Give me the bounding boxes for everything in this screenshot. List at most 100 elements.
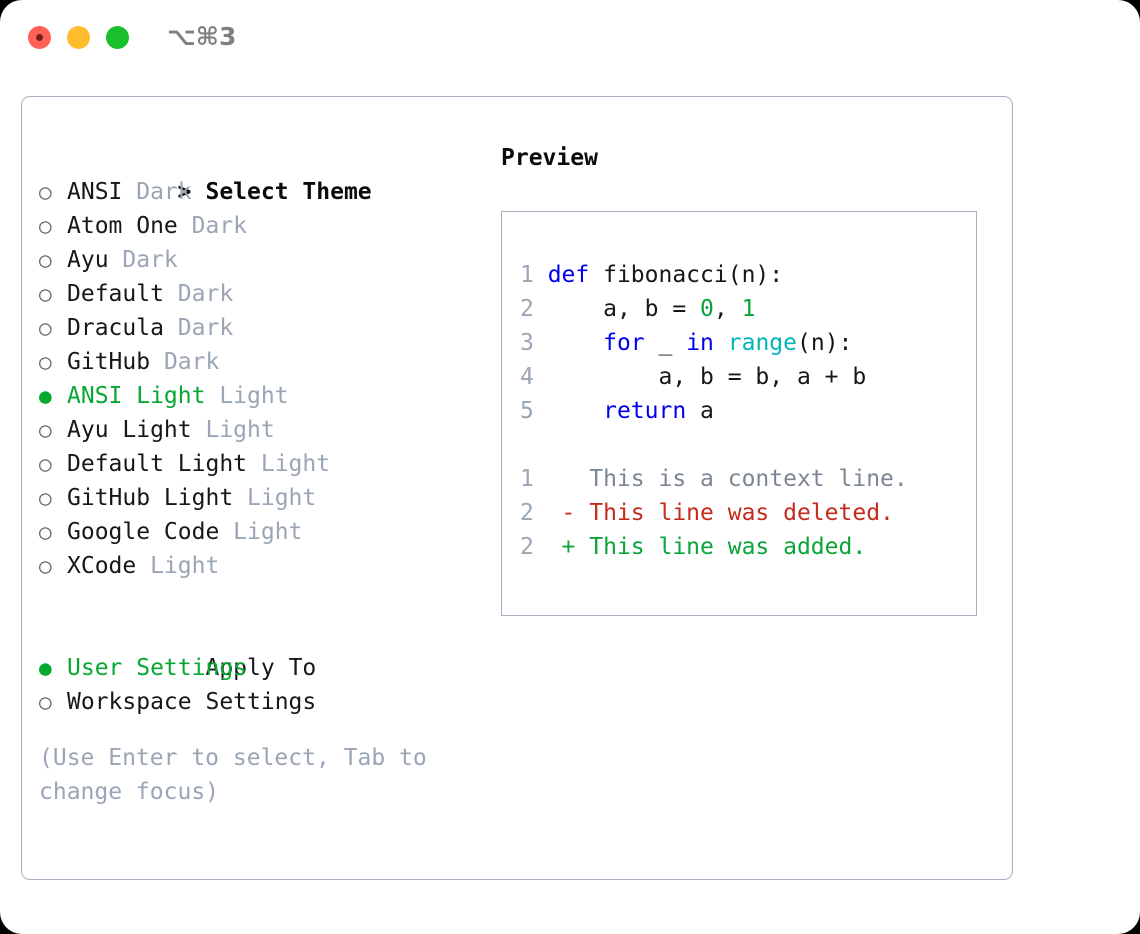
diff-line: 1 This is a context line. [520, 462, 908, 496]
code-line-number: 4 [520, 364, 548, 390]
code-line: 1 def fibonacci(n): [520, 258, 866, 292]
theme-list-item[interactable]: ○ XCode Light [39, 549, 479, 583]
radio-unselected-icon: ○ [39, 214, 52, 238]
theme-mode-badge: Light [191, 417, 275, 443]
code-token [714, 330, 728, 356]
theme-mode-badge: Dark [163, 315, 234, 341]
apply-to-heading: Apply To [39, 617, 479, 681]
theme-selection-column: > Select Theme ○ ANSI Dark ○ Atom One Dark ○ A… [39, 141, 479, 719]
theme-mode-badge: Light [205, 383, 289, 409]
theme-name: ANSI [67, 179, 123, 205]
apply-to-item[interactable]: ○ Workspace Settings [39, 685, 479, 719]
apply-to-item[interactable]: ●User Settings [39, 651, 479, 685]
code-token: a, b = b, a + b [547, 364, 867, 390]
code-line: 5 return a [520, 394, 866, 428]
theme-list-item[interactable]: ○ ANSI Dark [39, 175, 479, 209]
diff-line: 2 - This line was deleted. [520, 496, 908, 530]
code-token: , [713, 296, 742, 322]
code-token [548, 330, 603, 356]
diff-line-number: 2 [520, 534, 562, 560]
diff-marker: + [561, 534, 590, 560]
close-window-button[interactable] [28, 26, 51, 49]
theme-name: ANSI Light [67, 383, 206, 409]
diff-line-number: 1 [520, 466, 562, 492]
diff-sample: 1 This is a context line.2 - This line w… [520, 462, 908, 564]
apply-to-label: Workspace Settings [67, 689, 317, 715]
radio-selected-icon: ● [39, 384, 52, 408]
code-line-number: 2 [520, 296, 548, 322]
theme-name: Ayu [67, 247, 109, 273]
theme-name: GitHub [67, 349, 151, 375]
radio-unselected-icon: ○ [39, 520, 52, 544]
theme-mode-badge: Light [233, 485, 317, 511]
column-spacer [39, 583, 479, 617]
diff-line-number: 2 [520, 500, 562, 526]
code-token: a [686, 398, 714, 424]
theme-list-item[interactable]: ○ Ayu Dark [39, 243, 479, 277]
code-line: 3 for _ in range(n): [520, 326, 866, 360]
theme-list-item[interactable]: ○Default Light Light [39, 447, 479, 481]
theme-list-item[interactable]: ○GitHub Light Light [39, 481, 479, 515]
diff-line: 2 + This line was added. [520, 530, 908, 564]
radio-selected-icon: ● [39, 656, 52, 680]
radio-unselected-icon: ○ [39, 282, 52, 306]
diff-marker: - [561, 500, 590, 526]
theme-mode-badge: Light [247, 451, 331, 477]
theme-name: XCode [67, 553, 137, 579]
radio-unselected-icon: ○ [39, 554, 52, 578]
code-token: (n): [797, 330, 853, 356]
theme-list-item[interactable]: ○ Atom One Dark [39, 209, 479, 243]
code-line-number: 3 [520, 330, 548, 356]
theme-list-item[interactable]: ○Dracula Dark [39, 311, 479, 345]
apply-to-heading-label: Apply To [205, 655, 317, 681]
radio-unselected-icon: ○ [39, 690, 52, 714]
minimize-window-button[interactable] [67, 26, 90, 49]
code-token: _ [644, 330, 687, 356]
selection-marker-icon: > [177, 179, 192, 205]
theme-mode-badge: Dark [163, 281, 234, 307]
main-panel: > Select Theme ○ ANSI Dark ○ Atom One Dark ○ A… [21, 96, 1013, 880]
select-theme-heading: > Select Theme [39, 141, 479, 205]
theme-list-item[interactable]: ○ Ayu Light Light [39, 413, 479, 447]
theme-list-item[interactable]: ○Google Code Light [39, 515, 479, 549]
keyboard-hint: (Use Enter to select, Tab to change focu… [39, 745, 441, 805]
code-token: for [603, 330, 645, 356]
maximize-window-button[interactable] [106, 26, 129, 49]
radio-unselected-icon: ○ [39, 180, 52, 204]
diff-text: This is a context line. [589, 466, 908, 492]
theme-name: Default [67, 281, 164, 307]
code-token: range [727, 330, 797, 356]
theme-mode-badge: Light [136, 553, 220, 579]
diff-text: This line was deleted. [589, 500, 894, 526]
code-token [548, 398, 603, 424]
radio-unselected-icon: ○ [39, 248, 52, 272]
theme-list-item[interactable]: ○GitHub Dark [39, 345, 479, 379]
title-bar: ⌥⌘3 [0, 0, 1140, 78]
radio-unselected-icon: ○ [39, 452, 52, 476]
preview-column: Preview 1 def fibonacci(n):2 a, b = 0, 1… [501, 141, 991, 616]
radio-unselected-icon: ○ [39, 350, 52, 374]
apply-to-list: ●User Settings ○ Workspace Settings [39, 651, 479, 719]
code-token: a, b = [547, 296, 701, 322]
preview-title: Preview [501, 145, 598, 171]
code-line-number: 1 [520, 262, 548, 288]
code-token: return [603, 398, 687, 424]
theme-list-item[interactable]: ○ Default Dark [39, 277, 479, 311]
window-controls [28, 26, 129, 49]
theme-list-item[interactable]: ● ANSI Light Light [39, 379, 479, 413]
code-token: 1 [741, 296, 756, 322]
diff-text: This line was added. [589, 534, 867, 560]
code-line: 2 a, b = 0, 1 [520, 292, 866, 326]
radio-unselected-icon: ○ [39, 418, 52, 442]
theme-mode-badge: Dark [177, 213, 248, 239]
theme-mode-badge: Dark [108, 247, 178, 273]
theme-name: Ayu Light [67, 417, 192, 443]
theme-mode-badge: Dark [122, 179, 192, 205]
theme-name: Atom One [67, 213, 178, 239]
theme-name: Google Code [67, 519, 220, 545]
select-theme-heading-label: Select Theme [205, 179, 372, 205]
diff-marker [562, 466, 590, 492]
